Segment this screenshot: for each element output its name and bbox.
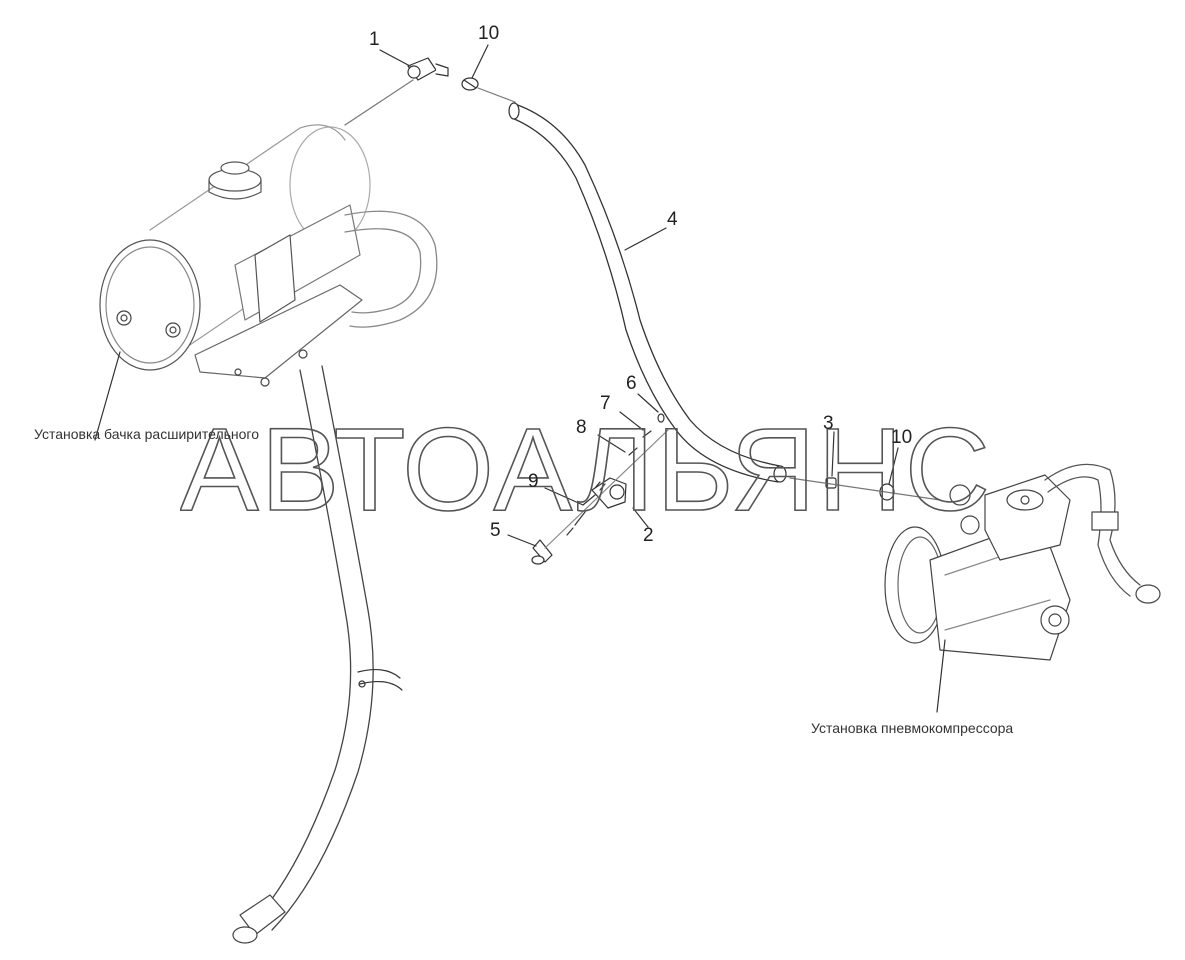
caption-compressor: Установка пневмокомпрессора bbox=[811, 720, 1014, 736]
compressor-assembly bbox=[884, 463, 1161, 713]
hose-part-4 bbox=[508, 102, 787, 483]
part-label-5: 5 bbox=[490, 520, 501, 541]
part-label-10-right: 10 bbox=[891, 427, 913, 448]
parts-3-10-right bbox=[789, 431, 941, 501]
fitting-part-1 bbox=[344, 49, 449, 126]
part-label-9: 9 bbox=[528, 471, 539, 492]
part-label-7: 7 bbox=[600, 393, 611, 414]
part-label-1: 1 bbox=[369, 29, 380, 50]
part-label-6: 6 bbox=[626, 373, 637, 394]
clamp-part-10-top bbox=[461, 44, 516, 103]
expansion-tank-assembly bbox=[94, 124, 438, 944]
small-parts-group bbox=[507, 393, 669, 565]
part-label-10-top: 10 bbox=[478, 23, 500, 44]
part-label-3: 3 bbox=[823, 413, 834, 434]
part-label-8: 8 bbox=[576, 417, 587, 438]
part-label-4: 4 bbox=[667, 209, 678, 230]
part-label-2: 2 bbox=[643, 525, 654, 546]
caption-expansion-tank: Установка бачка расширительного bbox=[34, 426, 260, 442]
